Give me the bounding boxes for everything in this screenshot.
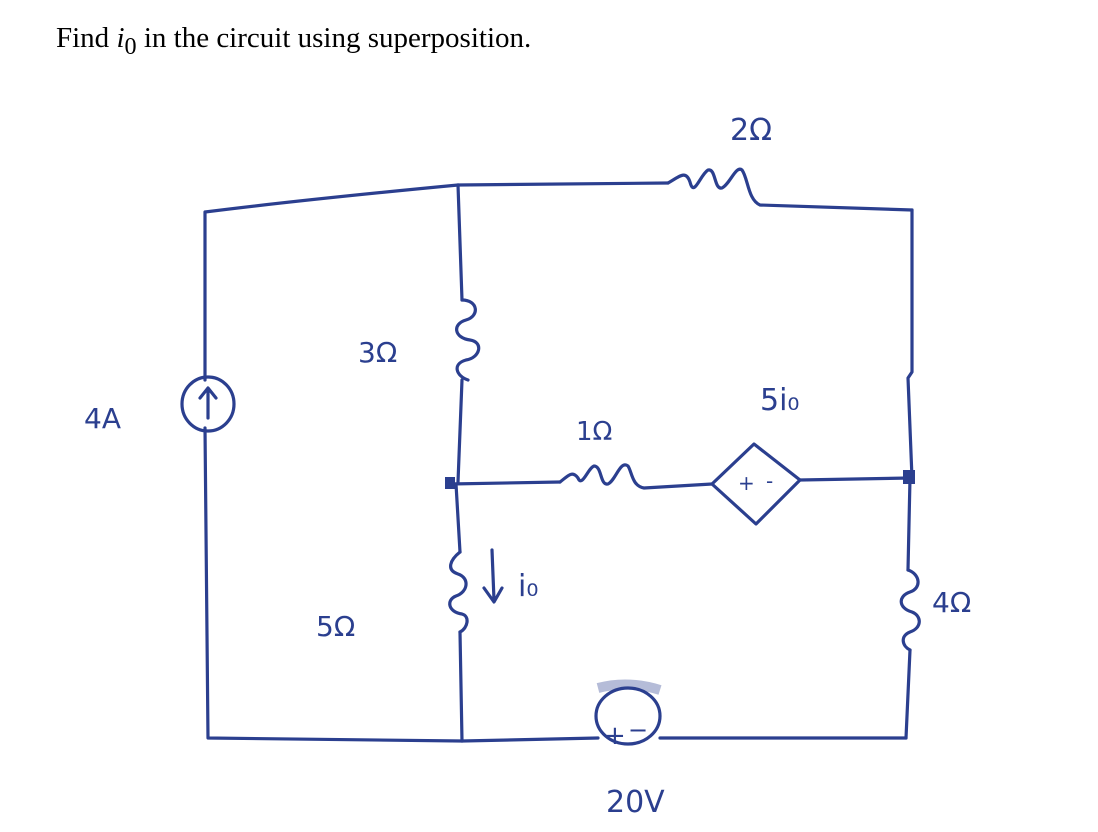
- label-current-source: 4A: [84, 402, 121, 435]
- current-source-circle: [180, 375, 236, 433]
- wire-4ohm-bottom: [904, 648, 912, 740]
- wire-middle-left: [448, 480, 562, 486]
- wire-5ohm-top: [454, 482, 462, 554]
- source-smudge: [596, 679, 662, 695]
- resistor-1ohm: [558, 463, 714, 490]
- label-voltage-source: 20V: [606, 785, 665, 820]
- wire-bottom-left: [460, 736, 600, 743]
- current-source-4a: [180, 375, 236, 433]
- label-r3: 3Ω: [358, 336, 397, 369]
- label-r1: 1Ω: [576, 417, 612, 447]
- problem-variable: i: [116, 22, 125, 54]
- diamond-source: [710, 442, 802, 526]
- problem-subscript: 0: [124, 32, 137, 60]
- wire-middle-right: [798, 476, 912, 482]
- label-io: i₀: [518, 569, 538, 604]
- problem-prefix: Find: [56, 22, 117, 54]
- problem-statement: Find i0 in the circuit using superpositi…: [56, 22, 531, 61]
- problem-suffix: in the circuit using superposition.: [136, 22, 532, 54]
- down-arrow-icon: [482, 548, 504, 604]
- wire-4ohm-top: [906, 476, 912, 572]
- node-left: [445, 477, 455, 489]
- source-plus: +: [604, 721, 626, 751]
- resistor-5ohm: [448, 550, 469, 634]
- resistor-4ohm: [899, 568, 921, 652]
- up-arrow-icon: [198, 386, 218, 420]
- source-minus: −: [628, 716, 648, 744]
- minus-sign: -: [766, 469, 773, 493]
- voltage-source-circle: [594, 686, 662, 746]
- wire-5ohm-bottom: [458, 630, 464, 743]
- wire-right-top: [906, 208, 914, 480]
- label-dependent-source: 5i₀: [760, 383, 799, 418]
- dependent-voltage-source: + -: [710, 442, 802, 526]
- plus-sign: +: [738, 471, 755, 495]
- label-r5: 5Ω: [316, 610, 355, 643]
- resistor-2ohm: [666, 167, 914, 212]
- resistor-3ohm: [455, 298, 481, 382]
- wire-3ohm-top: [456, 183, 464, 302]
- wire-3ohm-bottom: [456, 378, 464, 484]
- voltage-source-20v: + −: [594, 679, 662, 751]
- label-r4: 4Ω: [932, 586, 971, 619]
- label-r-top: 2Ω: [730, 113, 772, 148]
- wire-left-bottom: [203, 426, 464, 743]
- wire-top: [456, 181, 670, 187]
- wire-left-top: [203, 183, 460, 382]
